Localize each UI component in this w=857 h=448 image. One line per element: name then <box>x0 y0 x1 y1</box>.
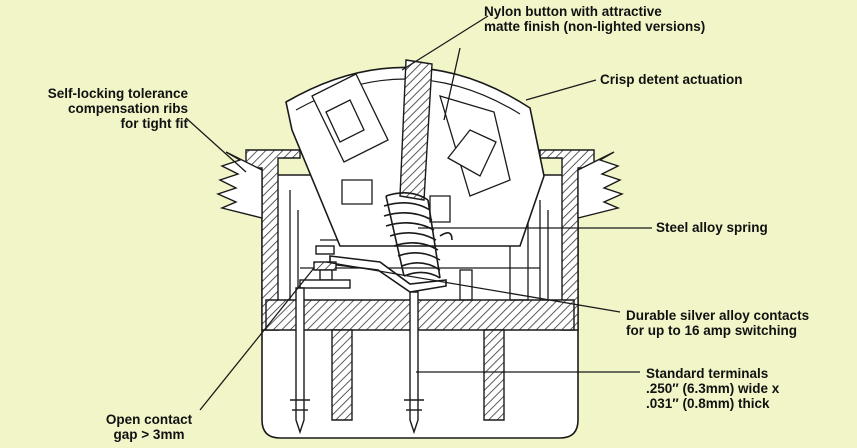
locking-rib-left <box>216 151 263 219</box>
leader-lines <box>185 15 652 411</box>
spring <box>383 192 453 279</box>
base-plate <box>265 299 575 421</box>
label-terminals: Standard terminals .250″ (6.3mm) wide x … <box>646 366 780 411</box>
terminals <box>290 287 424 435</box>
label-self-locking: Self-locking tolerance compensation ribs… <box>47 86 188 131</box>
label-contact-gap: Open contact gap > 3mm <box>105 412 193 442</box>
locking-rib-right <box>577 151 624 219</box>
plunger <box>399 59 433 201</box>
label-silver-contacts: Durable silver alloy contacts for up to … <box>626 308 810 338</box>
label-crisp-detent: Crisp detent actuation <box>600 72 743 87</box>
button-cavities <box>311 73 511 223</box>
silver-contacts <box>299 245 351 289</box>
label-nylon-button: Nylon button with attractive matte finis… <box>484 4 706 34</box>
label-steel-spring: Steel alloy spring <box>656 220 768 235</box>
